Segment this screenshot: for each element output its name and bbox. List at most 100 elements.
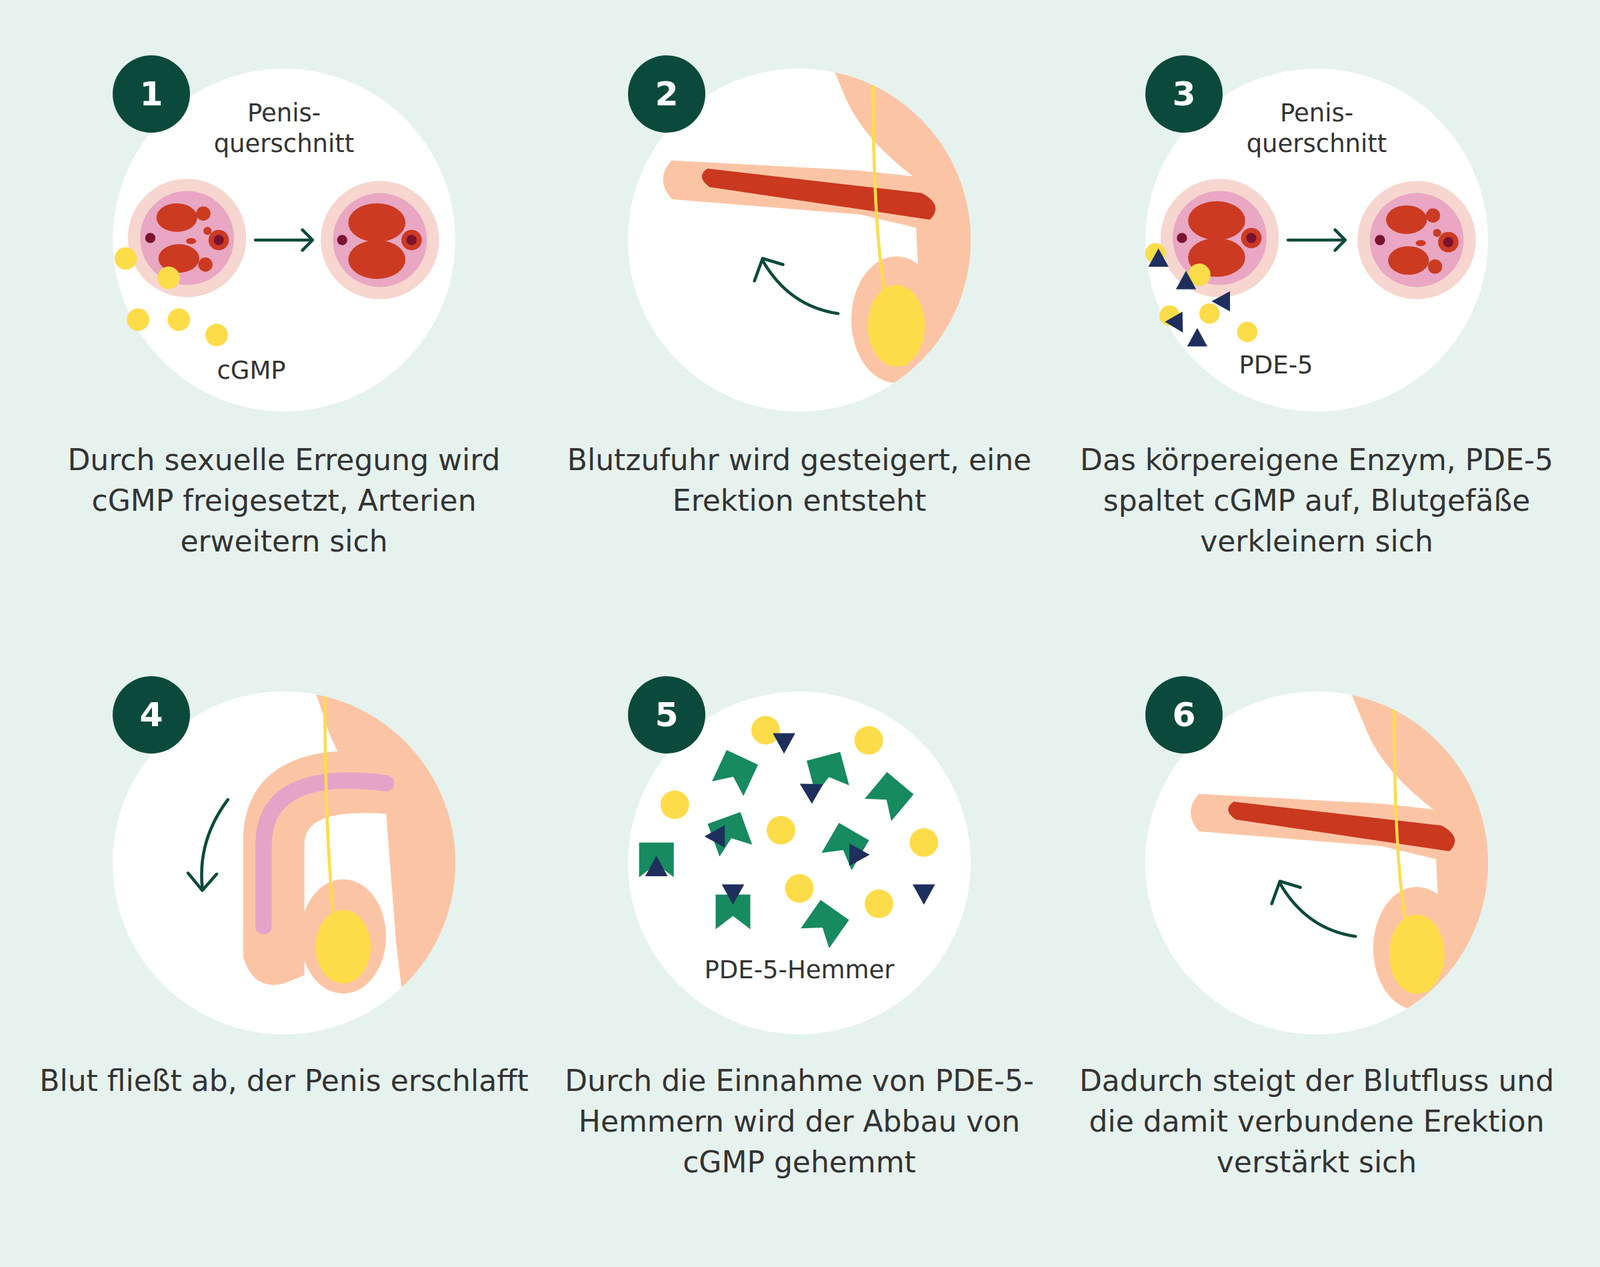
step-number: 3 [1145,77,1223,111]
step-number-badge: 5 [628,676,706,754]
panel-5-illustration [639,716,939,949]
panel-3-illustration-part [1357,180,1476,300]
panel-4-illustration-part-part [243,750,386,985]
step-caption: Durch die Einnahme von PDE-5-Hemmern wir… [552,1060,1046,1182]
step-number-badge: 6 [1145,676,1223,754]
text-holder: 2 [628,77,706,111]
panel-2-illustration-part [754,258,839,314]
panel-5-illustration-part [794,774,823,804]
panel-3-illustration-part-part [1145,243,1166,264]
caption-holder: Durch sexuelle Erregung wird cGMP freige… [37,439,531,562]
white-disc [628,691,971,1034]
caption-holder: Blut fließt ab, der Penis erschlafft [37,1060,531,1101]
text-holder: 4 [112,698,190,732]
badge-disc [628,55,706,133]
panel-5-illustration-part [645,855,668,876]
step-number: 6 [1145,698,1223,732]
step-number-badge: 3 [1145,55,1223,133]
panel-2-illustration [628,36,1024,465]
panel-4-illustration-part-part [324,689,339,976]
text-holder: cGMP [184,355,318,386]
text-holder: 6 [1145,698,1223,732]
panel-5-illustration-part-part [854,726,884,755]
panel-3-illustration-part [1176,270,1196,290]
panel-5-illustration-part [912,884,936,905]
panel-1-illustration [114,178,440,346]
step-number-badge: 1 [112,55,190,133]
badge-disc [112,676,190,754]
panel-3-illustration-part [1164,311,1192,338]
part-label: cGMP [184,355,318,386]
panel-5-illustration-part [772,733,796,754]
panel-1-illustration-part-part [126,308,150,332]
panel-3-illustration [1145,178,1476,346]
step-caption: Das körpereigene Enzym, PDE-5 spaltet cG… [1070,439,1564,562]
panel-1-illustration-part-part [205,324,228,347]
panel-1-illustration-part-part [157,266,180,290]
panel-4-illustration-part-part [263,780,386,926]
caption-holder: Dadurch steigt der Blutfluss und die dam… [1070,1060,1564,1182]
panel-3-illustration-part [1148,248,1169,267]
panel-4-illustration-part [243,658,509,1088]
panel-3-illustration-part-part [1159,305,1180,326]
white-disc [112,68,456,412]
panel-5-illustration-part [704,824,726,848]
text-holder: Penis- querschnitt [187,98,381,160]
panel-5-illustration-part [864,772,914,821]
panel-5-illustration-part-part [751,716,780,745]
step-caption: Durch sexuelle Erregung wird cGMP freige… [37,439,531,562]
badge-disc [628,676,706,754]
panel-5-illustration-part-part [660,790,690,819]
badge-disc [1145,676,1223,754]
panel-5-illustration-part [849,843,870,866]
panel-3-illustration-part [1160,178,1280,298]
panel-3-illustration-part [1145,243,1258,343]
text-holder: 1 [112,77,190,111]
panel-4-illustration-part [112,691,456,1034]
panel-1-illustration-part [320,180,440,300]
panel-2-illustration-part [663,36,1024,465]
step-number: 4 [112,698,190,732]
panel-1-illustration-part-part [114,247,138,270]
panel-5-illustration-part [722,884,745,905]
panel-2-illustration-part [628,68,971,412]
panel-6-illustration-part-part [1190,672,1541,1089]
step-caption: Dadurch steigt der Blutfluss und die dam… [1070,1060,1564,1182]
panel-1-illustration-part [255,230,313,251]
panel-4-illustration [112,658,509,1088]
panel-5-illustration-part [715,894,750,929]
step-number-badge: 4 [112,676,190,754]
panel-5-illustration-part-part [909,828,938,857]
panel-5-illustration-part [800,900,849,948]
panel-5-illustration-part-part [766,816,796,845]
panel-4-illustration-part [188,799,228,890]
panel-6-illustration-part [1272,881,1356,937]
badge-disc [112,55,190,133]
panel-4-illustration-part-part [304,658,509,1088]
text-holder: Penis- querschnitt [1220,98,1414,160]
panel-2-illustration-part-part [663,36,1024,465]
step-number: 2 [628,77,706,111]
part-label: PDE-5 [1209,350,1343,381]
step-caption: Blutzufuhr wird gesteigert, eine Erektio… [552,439,1046,521]
step-caption: Blut fließt ab, der Penis erschlafft [37,1060,531,1101]
white-disc [1145,68,1488,412]
panel-6-illustration-part [1190,672,1541,1089]
panel-3-illustration-part [1211,291,1230,312]
panel-6-illustration-part [1145,691,1488,1034]
part-label: Penis- querschnitt [1220,98,1414,160]
panel-1-illustration-part-part [167,308,190,332]
step-number-badge: 2 [628,55,706,133]
panel-5-illustration-part [712,750,758,796]
panel-6-illustration [1145,672,1541,1089]
caption-holder: Blutzufuhr wird gesteigert, eine Erektio… [552,439,1046,521]
part-label: Penis- querschnitt [187,98,381,160]
panel-4-illustration-part-part [315,909,371,983]
panel-3-illustration-part-part [1199,303,1220,324]
text-holder: PDE-5 [1209,350,1343,381]
step-number: 5 [628,698,706,732]
panel-3-illustration-part-part [1188,263,1211,286]
panel-5-illustration-part [639,842,674,877]
panel-4-illustration-part-part [300,878,386,993]
